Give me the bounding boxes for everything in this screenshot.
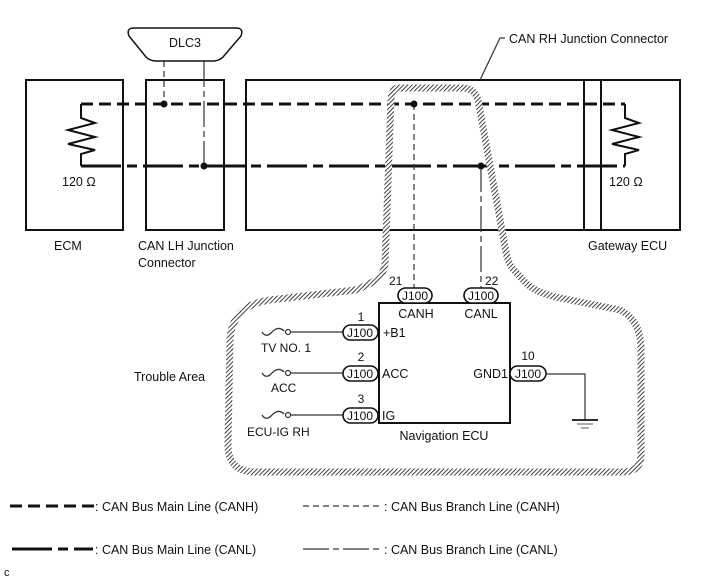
dlc3-connector: DLC3 bbox=[127, 27, 243, 62]
gateway-ecu-label: Gateway ECU bbox=[588, 239, 667, 253]
pin-acc: ACC 2 J100 ACC bbox=[261, 350, 408, 395]
navigation-ecu-box bbox=[378, 302, 511, 424]
pin-name: +B1 bbox=[383, 326, 406, 340]
pin-number: 10 bbox=[521, 349, 535, 363]
fuse-label: ACC bbox=[271, 381, 297, 395]
legend-item-canl-branch: : CAN Bus Branch Line (CANL) bbox=[303, 543, 558, 557]
pin-number: 2 bbox=[358, 350, 365, 364]
connector-label: J100 bbox=[515, 367, 541, 381]
pin-canl: 22 J100 CANL bbox=[463, 274, 499, 321]
legend: : CAN Bus Main Line (CANH) : CAN Bus Bra… bbox=[10, 500, 560, 557]
fuse-icon bbox=[261, 368, 285, 377]
pin-name: ACC bbox=[382, 367, 408, 381]
gateway-resistor-label: 120 Ω bbox=[609, 175, 643, 189]
connector-label: J100 bbox=[347, 326, 373, 340]
legend-text: : CAN Bus Branch Line (CANL) bbox=[384, 543, 558, 557]
legend-item-canh-main: : CAN Bus Main Line (CANH) bbox=[10, 500, 258, 514]
pin-canh: 21 J100 CANH bbox=[389, 274, 434, 321]
trouble-area-label: Trouble Area bbox=[134, 370, 205, 384]
footer-code: c bbox=[4, 567, 10, 579]
pin-number: 22 bbox=[485, 274, 499, 288]
fuse-label: TV NO. 1 bbox=[261, 341, 311, 355]
rh-junction-label: CAN RH Junction Connector bbox=[509, 32, 668, 46]
pin-gnd: GND1 10 J100 bbox=[473, 349, 598, 429]
terminal-icon bbox=[284, 411, 292, 419]
connector-pill bbox=[342, 407, 379, 424]
pin-b1: TV NO. 1 1 J100 +B1 bbox=[261, 310, 406, 355]
ground-icon bbox=[572, 419, 598, 429]
nav-canh-junction-dot bbox=[410, 100, 418, 108]
terminal-icon bbox=[284, 369, 292, 377]
connector-label: J100 bbox=[347, 409, 373, 423]
legend-text: : CAN Bus Main Line (CANL) bbox=[95, 543, 256, 557]
fuse-icon bbox=[261, 327, 285, 336]
trouble-area-outline bbox=[224, 84, 645, 476]
connector-label: J100 bbox=[402, 289, 428, 303]
lh-junction-label-1: CAN LH Junction bbox=[138, 239, 234, 253]
legend-item-canl-main: : CAN Bus Main Line (CANL) bbox=[12, 543, 256, 557]
ecm-box bbox=[25, 79, 124, 231]
gateway-resistor bbox=[608, 104, 643, 166]
ecm-resistor bbox=[64, 104, 99, 166]
pin-name: CANH bbox=[398, 307, 433, 321]
pin-ig: ECU-IG RH 3 J100 IG bbox=[247, 392, 395, 439]
connector-pill bbox=[342, 324, 379, 341]
connector-label: J100 bbox=[468, 289, 494, 303]
canh-junction-dot bbox=[160, 100, 168, 108]
lh-junction-label-2: Connector bbox=[138, 256, 196, 270]
nav-canl-junction-dot bbox=[477, 162, 485, 170]
connector-pill bbox=[342, 365, 379, 382]
canl-junction-dot bbox=[200, 162, 208, 170]
ecm-resistor-label: 120 Ω bbox=[62, 175, 96, 189]
pin-number: 21 bbox=[389, 274, 403, 288]
navigation-ecu-label: Navigation ECU bbox=[400, 429, 489, 443]
ground-wire bbox=[546, 373, 586, 420]
gateway-ecu-box bbox=[583, 79, 681, 231]
legend-item-canh-branch: : CAN Bus Branch Line (CANH) bbox=[303, 500, 560, 514]
terminal-icon bbox=[284, 328, 292, 336]
pin-name: GND1 bbox=[473, 367, 508, 381]
ecm-label: ECM bbox=[54, 239, 82, 253]
fuse-icon bbox=[261, 410, 285, 419]
connector-label: J100 bbox=[347, 367, 373, 381]
connector-pill bbox=[397, 287, 433, 304]
dlc3-label: DLC3 bbox=[169, 36, 201, 50]
pin-name: IG bbox=[382, 409, 395, 423]
rh-junction-callout-line bbox=[479, 37, 505, 81]
pin-name: CANL bbox=[464, 307, 497, 321]
lh-junction-box bbox=[145, 79, 225, 231]
rh-junction-box bbox=[245, 79, 602, 231]
legend-text: : CAN Bus Main Line (CANH) bbox=[95, 500, 258, 514]
fuse-label: ECU-IG RH bbox=[247, 425, 310, 439]
pin-number: 1 bbox=[358, 310, 365, 324]
connector-pill bbox=[463, 287, 499, 304]
legend-text: : CAN Bus Branch Line (CANH) bbox=[384, 500, 560, 514]
pin-number: 3 bbox=[358, 392, 365, 406]
